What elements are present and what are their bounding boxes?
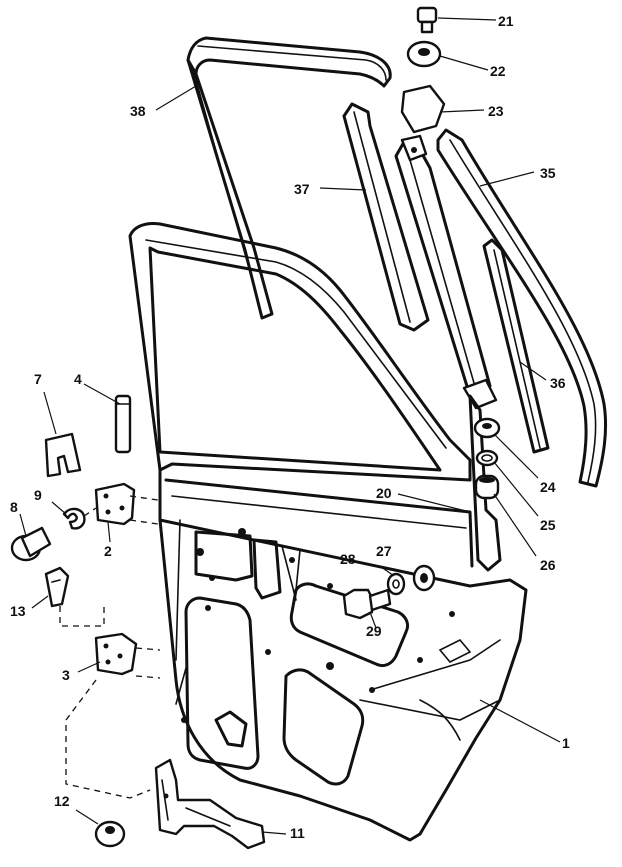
part-11-check-strap (154, 758, 266, 850)
label-21: 21 (498, 13, 514, 29)
label-37: 37 (294, 181, 310, 197)
part-8-bolt (10, 526, 52, 562)
part-2-hinge (94, 482, 136, 526)
label-7: 7 (34, 371, 42, 387)
label-13: 13 (10, 603, 26, 619)
part-37-glass-run (342, 102, 430, 332)
label-12: 12 (54, 793, 70, 809)
part-9-clip (62, 507, 86, 530)
part-21-bolt (416, 6, 438, 34)
label-1: 1 (562, 735, 570, 751)
part-13-plug (44, 566, 70, 608)
label-9: 9 (34, 487, 42, 503)
part-23-bracket (400, 84, 446, 162)
label-27: 27 (376, 543, 392, 559)
label-28: 28 (340, 551, 356, 567)
label-20: 20 (376, 485, 392, 501)
part-36-inner-strip (482, 238, 550, 454)
assembly-lines (59, 495, 161, 799)
label-11: 11 (290, 825, 305, 841)
part-22-bush (406, 40, 442, 68)
label-36: 36 (550, 375, 566, 391)
label-3: 3 (62, 667, 70, 683)
label-8: 8 (10, 499, 18, 515)
part-3-hinge (94, 632, 138, 676)
label-24: 24 (540, 479, 556, 495)
label-35: 35 (540, 165, 556, 181)
label-38: 38 (130, 103, 146, 119)
part-labels: 21 22 23 38 37 35 36 24 25 26 20 27 28 2… (10, 13, 570, 841)
label-26: 26 (540, 557, 556, 573)
part-7-clip (44, 432, 82, 478)
label-22: 22 (490, 63, 506, 79)
label-2: 2 (104, 543, 112, 559)
label-29: 29 (366, 623, 382, 639)
part-35-weatherstrip (436, 128, 608, 488)
part-28-washer (386, 572, 406, 596)
part-38-frame-seal (186, 36, 392, 320)
part-12-bush (94, 820, 126, 848)
label-4: 4 (74, 371, 82, 387)
part-25-clip (475, 449, 499, 467)
part-27-nut (412, 564, 436, 592)
door-shell (128, 222, 528, 842)
leader-lines (19, 17, 561, 835)
part-4-pin (114, 394, 132, 454)
part-29-bolt (342, 588, 392, 620)
part-26-bush (474, 474, 500, 500)
label-23: 23 (488, 103, 504, 119)
label-25: 25 (540, 517, 556, 533)
part-24-bush (473, 417, 501, 439)
